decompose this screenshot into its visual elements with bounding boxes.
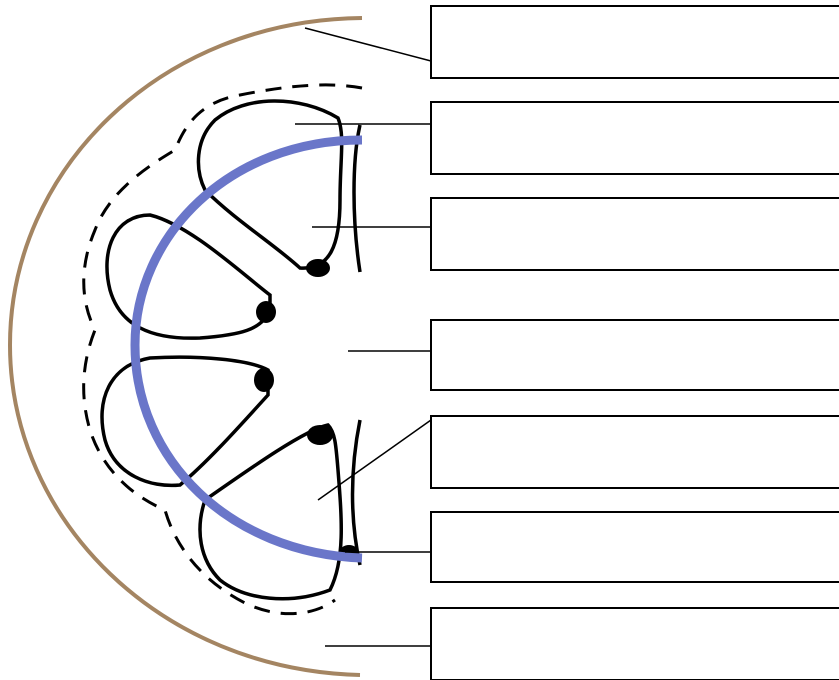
bundle-lower-left <box>102 357 268 485</box>
cap-3 <box>254 368 274 392</box>
cap-1 <box>306 259 330 277</box>
label-box-4[interactable] <box>431 320 839 390</box>
cambium-ring <box>135 140 362 558</box>
pith-edge-upper <box>354 125 360 272</box>
label-boxes <box>431 6 839 680</box>
bundle-caps <box>254 259 359 561</box>
outer-boundary-arc <box>10 18 362 675</box>
dashed-outline <box>84 85 362 614</box>
label-box-2[interactable] <box>431 102 839 174</box>
label-box-6[interactable] <box>431 512 839 582</box>
bundle-upper-left <box>107 215 270 338</box>
cap-4 <box>307 425 333 445</box>
label-box-5[interactable] <box>431 416 839 488</box>
label-box-1[interactable] <box>431 6 839 78</box>
crop-mask <box>364 0 424 680</box>
label-box-7[interactable] <box>431 608 839 680</box>
cap-2 <box>256 301 276 323</box>
pith-edge-lower <box>353 420 361 565</box>
label-box-3[interactable] <box>431 198 839 270</box>
